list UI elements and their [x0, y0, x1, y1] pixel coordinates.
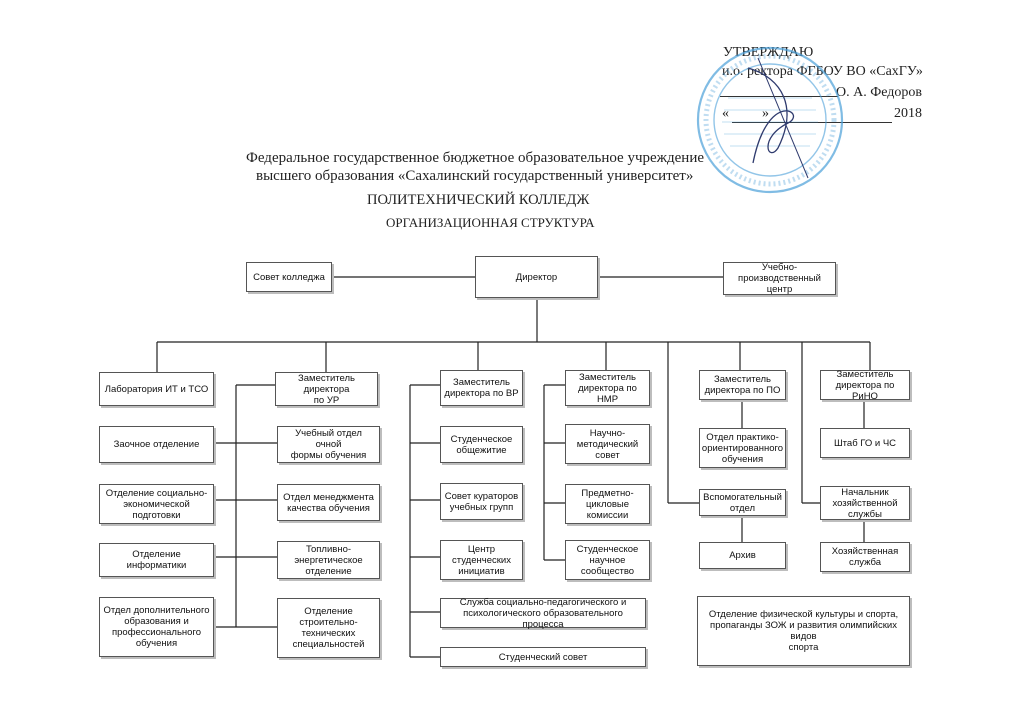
civil-defense-box: Штаб ГО и ЧС [820, 428, 910, 458]
dormitory-box: Студенческое общежитие [440, 426, 523, 463]
informatics-dept-box: Отделение информатики [99, 543, 214, 577]
deputy-rino-box: Заместитель директора по РиНО [820, 369, 910, 402]
construction-dept-box: Отделение строительно- технических специ… [277, 598, 380, 658]
signature-line [720, 96, 838, 97]
director-box: Директор [475, 256, 598, 298]
fulltime-dept-box: Учебный отдел очной формы обучения [277, 426, 380, 463]
deputy-ur-box: Заместитель директора по УР [275, 372, 378, 406]
subject-commissions-box: Предметно- цикловые комиссии [565, 484, 650, 524]
additional-education-box: Отдел дополнительного образования и проф… [99, 597, 214, 657]
rector-name: О. А. Федоров [836, 85, 923, 100]
social-service-box: Служба социально-педагогического и психо… [440, 597, 646, 630]
fuel-energy-dept-box: Топливно- энергетическое отделение [277, 541, 380, 579]
approval-year: 2018 [894, 106, 922, 121]
header-line2: высшего образования «Сахалинский государ… [256, 168, 694, 184]
date-open-quote: « [722, 106, 729, 121]
auxiliary-dept-box: Вспомогательный отдел [699, 489, 786, 516]
science-society-box: Студенческое научное сообщество [565, 540, 650, 580]
methodical-council-box: Научно- методический совет [565, 424, 650, 464]
lab-it-box: Лаборатория ИТ и ТСО [99, 372, 214, 406]
household-service-box: Хозяйственная служба [820, 542, 910, 572]
approve-label: УТВЕРЖДАЮ [723, 45, 814, 60]
archive-box: Архив [699, 542, 786, 569]
quality-mgmt-box: Отдел менеджмента качества обучения [277, 484, 380, 521]
curators-council-box: Совет кураторов учебных групп [440, 483, 523, 520]
college-name: ПОЛИТЕХНИЧЕСКИЙ КОЛЛЕДЖ [367, 192, 590, 208]
practice-dept-box: Отдел практико- ориентированного обучени… [699, 428, 786, 468]
date-line [732, 122, 892, 123]
socio-economic-dept-box: Отделение социально- экономической подго… [99, 484, 214, 524]
date-close-quote: » [762, 106, 769, 121]
student-council-box: Студенческий совет [440, 647, 646, 667]
deputy-nmr-box: Заместитель директора по НМР [565, 370, 650, 406]
deputy-po-box: Заместитель директора по ПО [699, 370, 786, 400]
chief-household-box: Начальник хозяйственной службы [820, 486, 910, 520]
correspondence-dept-box: Заочное отделение [99, 426, 214, 463]
header-line1: Федеральное государственное бюджетное об… [246, 150, 705, 166]
student-initiatives-box: Центр студенческих инициатив [440, 540, 523, 580]
training-center-box: Учебно- производственный центр [723, 262, 836, 295]
page-subtitle: ОРГАНИЗАЦИОННАЯ СТРУКТУРА [386, 215, 595, 230]
sport-dept-box: Отделение физической культуры и спорта, … [697, 596, 910, 666]
seal-stamp [696, 46, 844, 194]
deputy-vr-box: Заместитель директора по ВР [440, 370, 523, 406]
college-council-box: Совет колледжа [246, 262, 332, 292]
